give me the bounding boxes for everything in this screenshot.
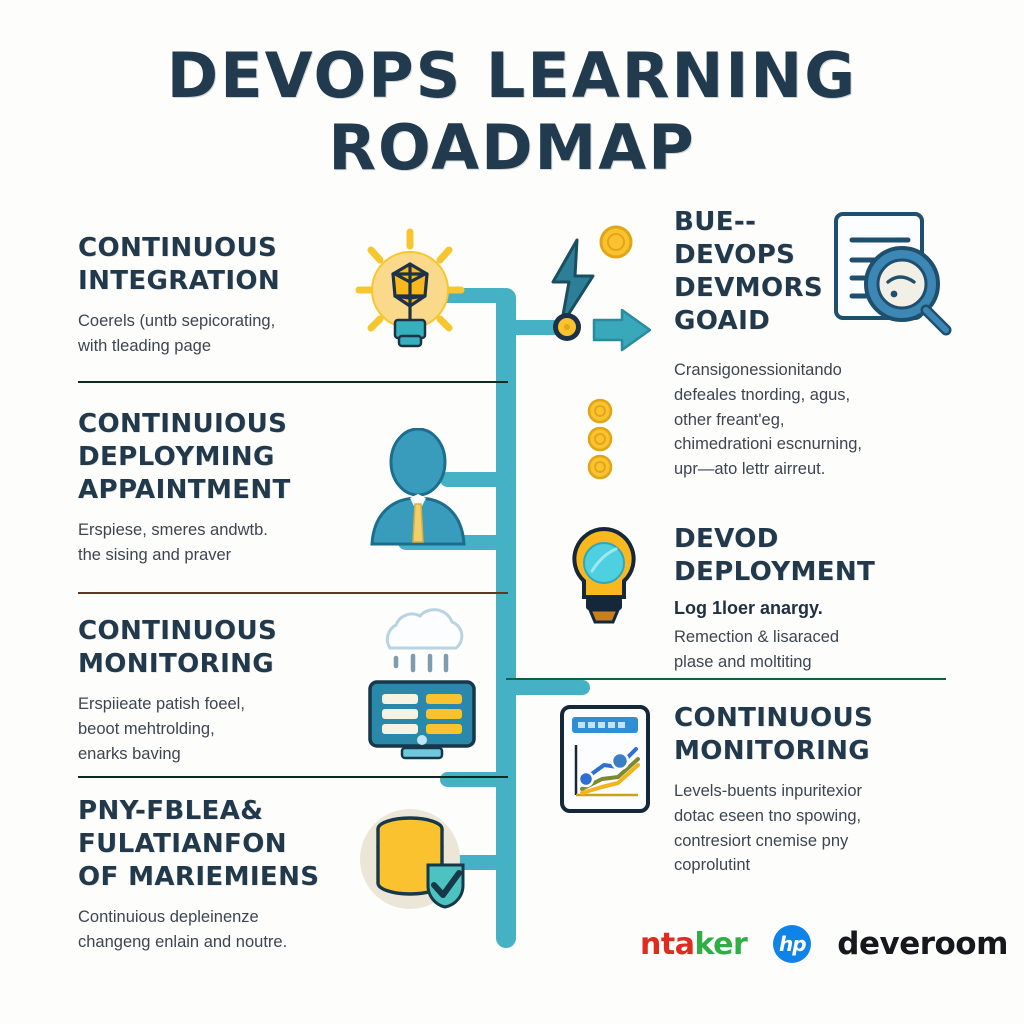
divider-left-2 xyxy=(78,592,508,594)
logo-hp-mark: hp xyxy=(773,925,812,963)
title-line-2: ROADMAP xyxy=(328,110,696,184)
section-body: Erspiese, smeres andwtb. the sising and … xyxy=(78,521,268,564)
spine-stub-left-4 xyxy=(440,772,512,787)
divider-left-3 xyxy=(78,776,508,778)
section-body: Erspiieate patish foeel, beoot mehtroldi… xyxy=(78,695,245,763)
section-continuous-monitoring-right: CONTINUOUS MONITORING Levels-buents inpu… xyxy=(674,702,964,878)
database-check-icon xyxy=(355,803,473,920)
arrow-right-icon xyxy=(592,306,654,359)
divider-left-1 xyxy=(78,381,508,383)
timeline-spine xyxy=(496,288,516,948)
section-heading: CONTINUOUS INTEGRATION xyxy=(78,233,281,297)
logo-ntaker-part2: k xyxy=(694,926,714,962)
section-continuous-integration: CONTINUOUS INTEGRATION Coerels (untb sep… xyxy=(78,232,378,359)
section-heading: BUE-- DEVOPS DEVMORS GOAID xyxy=(674,207,823,337)
node-dot-icon xyxy=(550,310,584,349)
footer-logos: ntaker hp deveroom xyxy=(640,925,1008,963)
section-heading: CONTINUOUS MONITORING xyxy=(78,616,278,680)
document-magnifier-icon xyxy=(820,208,960,343)
spine-stub-right-2 xyxy=(504,680,590,695)
chart-dashboard-icon xyxy=(556,703,654,820)
logo-ntaker: ntaker xyxy=(640,926,748,962)
section-heading: CONTINUIOUS DEPLOYMING APPAINTMENT xyxy=(78,409,291,506)
section-continuous-monitoring-left: CONTINUOUS MONITORING Erspiieate patish … xyxy=(78,615,378,766)
section-continuous-deployment: CONTINUIOUS DEPLOYMING APPAINTMENT Erspi… xyxy=(78,408,378,568)
page-title: DEVOPS LEARNING ROADMAP xyxy=(0,40,1024,184)
section-devops-deployment: DEVOD DEPLOYMENT Log 1loer anargy. Remec… xyxy=(674,523,964,675)
spine-stub-left-2 xyxy=(440,472,512,487)
logo-ntaker-part1: nta xyxy=(640,926,695,962)
cloud-monitor-icon xyxy=(358,600,488,775)
section-subtitle: Log 1loer anargy. xyxy=(674,598,823,619)
section-devops-goals: BUE-- DEVOPS DEVMORS GOAID xyxy=(674,206,874,338)
section-heading: PNY-FBLEA& FULATIANFON OF MARIEMIENS xyxy=(78,796,320,893)
coin-stack-icon xyxy=(584,398,616,485)
divider-right-1 xyxy=(506,678,946,680)
section-body: Cransigonessionitando defeales tnording,… xyxy=(674,361,863,478)
section-body: Coerels (untb sepicorating, with tleadin… xyxy=(78,312,276,355)
section-body: Continuious depleinenze changeng enlain … xyxy=(78,908,288,951)
title-line-1: DEVOPS LEARNING xyxy=(166,39,858,112)
section-body: Remection & lisaraced plase and moltitin… xyxy=(674,628,840,671)
section-automation-management: PNY-FBLEA& FULATIANFON OF MARIEMIENS Con… xyxy=(78,795,378,955)
logo-ntaker-part3: er xyxy=(713,926,748,962)
section-devops-goals-body: Cransigonessionitando defeales tnording,… xyxy=(674,358,964,482)
yellow-coin-icon xyxy=(598,224,634,265)
person-avatar-icon xyxy=(358,427,478,551)
section-body: Levels-buents inpuritexior dotac eseen t… xyxy=(674,782,863,875)
section-heading: CONTINUOUS MONITORING xyxy=(674,703,874,767)
section-heading: DEVOD DEPLOYMENT xyxy=(674,524,876,588)
logo-deveroom-text: deveroom xyxy=(837,926,1008,962)
spine-stub-right-1 xyxy=(504,320,566,335)
lightbulb-bulb-icon xyxy=(556,523,652,632)
lightbulb-idea-icon xyxy=(345,222,475,362)
